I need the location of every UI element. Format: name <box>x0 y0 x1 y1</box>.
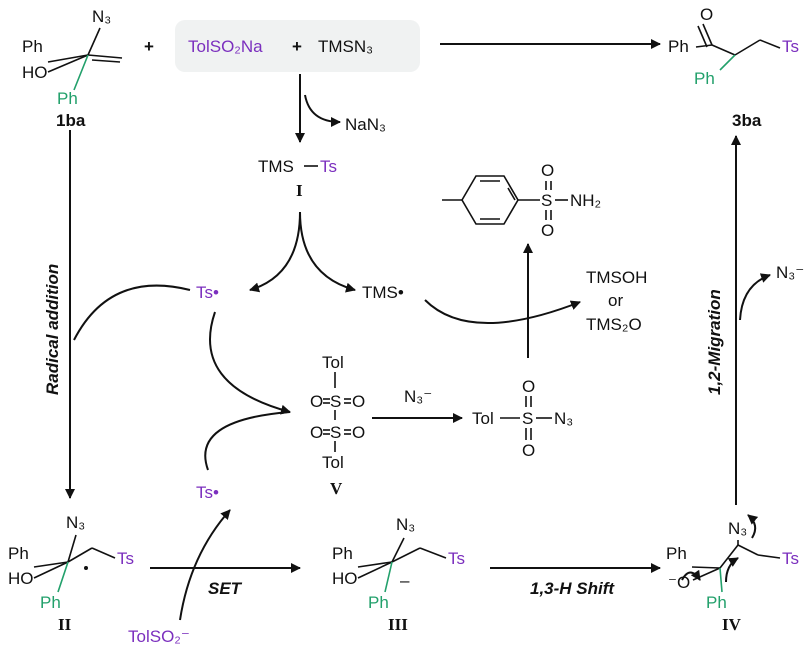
curly-arrow-migration <box>725 557 739 583</box>
plus-sign-1: + <box>144 37 154 56</box>
reagent-tmsn3: TMSN₃ <box>318 37 373 56</box>
svg-text:O: O <box>700 5 713 24</box>
label-V: V <box>330 479 343 498</box>
svg-text:Tol: Tol <box>322 453 344 472</box>
svg-text:Ph: Ph <box>368 593 389 612</box>
arrow-tolso2-to-ts <box>179 509 231 621</box>
product-tms2o: TMS₂O <box>586 315 642 334</box>
step-set: SET <box>208 579 243 598</box>
svg-text:O: O <box>522 441 535 460</box>
svg-text:Ph: Ph <box>666 544 687 563</box>
svg-text:N₃: N₃ <box>66 513 85 532</box>
svg-text:Ph: Ph <box>332 544 353 563</box>
svg-text:O: O <box>352 423 365 442</box>
svg-text:S: S <box>330 423 341 442</box>
svg-text:Ts: Ts <box>320 157 337 176</box>
label-IV: IV <box>722 615 742 634</box>
svg-text:Tol: Tol <box>322 353 344 372</box>
arrow-nan3 <box>304 94 341 127</box>
curly-arrow-o <box>681 569 701 581</box>
product-tmsoh: TMSOH <box>586 268 647 287</box>
svg-text:O: O <box>310 392 323 411</box>
label-II: II <box>58 615 72 634</box>
svg-text:Ts: Ts <box>782 37 799 56</box>
compound-3ba: O Ph Ph Ts 3ba <box>668 5 799 130</box>
compound-1ba: N₃ Ph HO Ph 1ba <box>22 7 123 130</box>
ts-radical-top: Ts• <box>196 283 219 302</box>
step-h-shift: 1,3-H Shift <box>530 579 615 598</box>
compound-V: Tol O S O O S O Tol V <box>310 353 365 498</box>
svg-text:O: O <box>310 423 323 442</box>
ts-radical-bottom: Ts• <box>196 483 219 502</box>
svg-text:Ph: Ph <box>57 89 78 108</box>
svg-text:N₃: N₃ <box>728 519 747 538</box>
arrow-n3-release <box>739 273 771 321</box>
svg-text:Ph: Ph <box>694 69 715 88</box>
curve-ts-addition <box>73 284 191 341</box>
svg-text:Ph: Ph <box>40 593 61 612</box>
svg-text:N₃: N₃ <box>554 409 573 428</box>
svg-text:Tol: Tol <box>472 409 494 428</box>
label-III: III <box>388 615 408 634</box>
svg-text:Ph: Ph <box>668 37 689 56</box>
svg-text:Ph: Ph <box>8 544 29 563</box>
label-3ba: 3ba <box>732 111 762 130</box>
label-1ba: 1ba <box>56 111 86 130</box>
byproduct-n3minus: N₃⁻ <box>776 263 804 282</box>
svg-text:O: O <box>352 392 365 411</box>
svg-text:Ts: Ts <box>448 549 465 568</box>
reagent-tolso2minus: TolSO₂⁻ <box>128 627 190 646</box>
step-radical-addition: Radical addition <box>43 264 62 395</box>
svg-text:S: S <box>541 191 552 210</box>
svg-text:TMS: TMS <box>258 157 294 176</box>
svg-text:S: S <box>330 392 341 411</box>
svg-text:NH₂: NH₂ <box>570 191 601 210</box>
arrow-ts-to-V-bottom <box>204 411 291 471</box>
svg-text:O: O <box>541 221 554 240</box>
svg-text:Ts: Ts <box>117 549 134 568</box>
plus-sign-2: + <box>292 37 302 56</box>
svg-text:N₃: N₃ <box>92 7 111 26</box>
svg-text:O: O <box>541 161 554 180</box>
reagent-n3minus: N₃⁻ <box>404 387 432 406</box>
intermediate-IV: Ph ⁻O Ph N₃ Ts IV <box>666 514 799 634</box>
arrow-to-tms-radical <box>299 211 356 293</box>
sulfonamide: S O O NH₂ <box>442 161 601 240</box>
svg-text:–: – <box>400 571 410 590</box>
reagent-tolso2na: TolSO₂Na <box>188 37 263 56</box>
intermediate-III: N₃ Ph HO Ph Ts – III <box>332 515 465 634</box>
tms-radical: TMS• <box>362 283 404 302</box>
svg-text:HO: HO <box>22 63 48 82</box>
reagent-box <box>175 20 420 72</box>
svg-text:Ph: Ph <box>706 593 727 612</box>
svg-text:N₃: N₃ <box>396 515 415 534</box>
sulfonyl-azide: Tol S O O N₃ <box>472 377 573 460</box>
intermediate-II: N₃ Ph HO Ph Ts II <box>8 513 134 634</box>
svg-text:Ts: Ts <box>782 549 799 568</box>
byproduct-nan3: NaN₃ <box>345 115 386 134</box>
word-or: or <box>608 291 623 310</box>
arrow-ts-to-V-top <box>209 311 291 415</box>
arrow-to-tmsoh <box>424 299 581 324</box>
curly-arrow-n3-leave <box>747 514 759 539</box>
arrow-to-ts-radical <box>249 211 301 293</box>
svg-text:O: O <box>522 377 535 396</box>
svg-text:⁻O: ⁻O <box>668 573 690 592</box>
label-I: I <box>296 181 303 200</box>
svg-text:S: S <box>522 409 533 428</box>
step-migration: 1,2-Migration <box>705 289 724 395</box>
svg-text:Ph: Ph <box>22 37 43 56</box>
svg-text:HO: HO <box>332 569 358 588</box>
svg-text:HO: HO <box>8 569 34 588</box>
intermediate-I: TMS Ts I <box>258 157 337 200</box>
